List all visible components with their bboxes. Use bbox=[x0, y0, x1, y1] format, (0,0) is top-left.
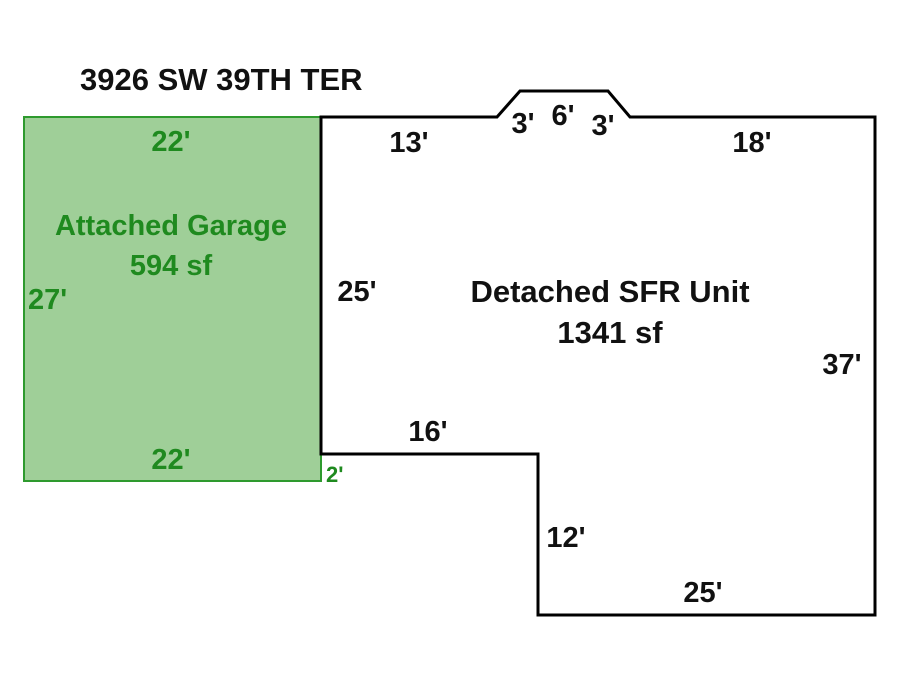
garage-dim-offset: 2' bbox=[326, 462, 343, 487]
house-area-label: 1341 sf bbox=[557, 315, 663, 350]
garage-dim-bottom: 22' bbox=[151, 444, 190, 476]
house-dim-top-left: 13' bbox=[389, 127, 428, 159]
garage-dim-left: 27' bbox=[28, 284, 67, 316]
house-dim-bay-top: 6' bbox=[551, 100, 574, 132]
house-dim-top-right: 18' bbox=[732, 127, 771, 159]
house-outline bbox=[319, 89, 877, 617]
house-dim-right: 37' bbox=[822, 349, 861, 381]
house-dim-notch-vertical: 12' bbox=[546, 522, 585, 554]
house-dim-bay-right: 3' bbox=[591, 110, 614, 142]
house-dim-bottom: 25' bbox=[683, 577, 722, 609]
garage-name-label: Attached Garage bbox=[55, 210, 287, 242]
house-name-label: Detached SFR Unit bbox=[470, 274, 749, 309]
house-dim-notch-horizontal: 16' bbox=[408, 416, 447, 448]
house-dim-left: 25' bbox=[337, 276, 376, 308]
garage-area bbox=[23, 116, 322, 482]
garage-dim-top: 22' bbox=[151, 126, 190, 158]
address-title: 3926 SW 39TH TER bbox=[80, 62, 363, 97]
garage-area-label: 594 sf bbox=[130, 250, 213, 282]
house-dim-bay-left: 3' bbox=[511, 108, 534, 140]
